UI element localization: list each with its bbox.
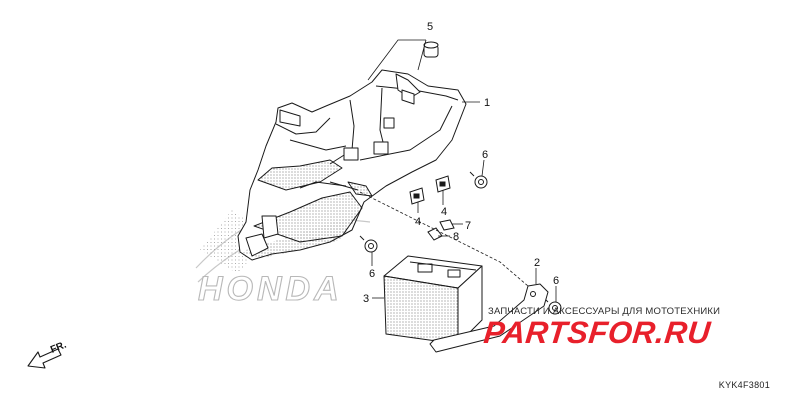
callout-6-right: 6 [553, 275, 559, 287]
battery-part-3 [383, 255, 483, 345]
callout-1: 1 [484, 97, 490, 109]
clip-nut-part-4a [409, 187, 425, 205]
callout-3: 3 [363, 293, 369, 305]
callout-4-right: 4 [441, 206, 447, 218]
callout-5: 5 [427, 21, 433, 33]
rear-fender-part-1 [237, 69, 467, 261]
cap-nut-part-5 [423, 41, 439, 58]
front-arrow-icon [27, 348, 62, 369]
watermark-tagline: ЗАПЧАСТИ И АКСЕССУАРЫ ДЛЯ МОТОТЕХНИКИ [488, 306, 721, 317]
clip-nut-part-4b [435, 175, 451, 193]
clip-part-8 [427, 227, 443, 241]
front-direction-label: FR. [49, 339, 68, 355]
bolts-part-6 [359, 171, 562, 315]
watermark-brand: PARTSFOR.RU [482, 315, 713, 350]
callout-6-upper: 6 [482, 149, 488, 161]
callout-7: 7 [465, 220, 471, 232]
callout-6-lower: 6 [369, 268, 375, 280]
front-direction-indicator: FR. [27, 339, 68, 369]
battery-stay-part-2 [429, 283, 549, 353]
callout-labels: 5 1 6 4 4 7 8 2 6 6 3 [363, 21, 559, 305]
leader-lines [359, 39, 557, 302]
bolt-6a [469, 171, 488, 189]
callout-2: 2 [534, 257, 540, 269]
callout-4-left: 4 [415, 216, 421, 228]
diagram-code: KYK4F3801 [718, 380, 770, 390]
hardware-small-parts [409, 41, 455, 241]
nut-part-7 [439, 219, 455, 231]
bolt-6b [359, 235, 378, 253]
callout-8: 8 [453, 231, 459, 243]
svg-text:HONDA: HONDA [198, 270, 343, 308]
